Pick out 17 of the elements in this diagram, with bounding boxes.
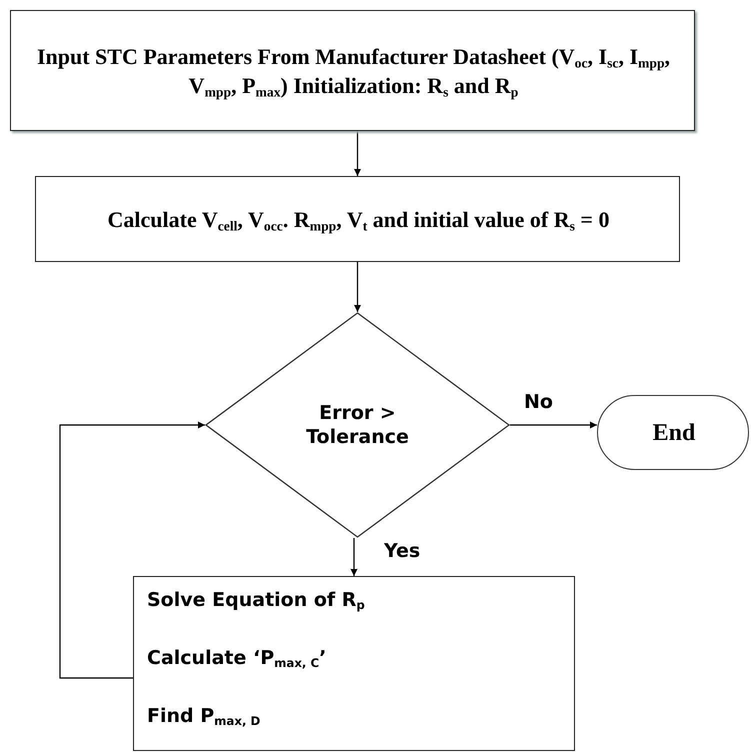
decision-diamond [205,312,510,538]
box-text: End [652,419,696,448]
terminal-box [597,395,749,470]
arrow [510,422,597,428]
step-text: Find P$_{max, D}$ [147,705,260,727]
process-box [10,10,695,131]
arrow [354,262,361,312]
box-text: Input STC Parameters From Manufacturer Datasheet (V$_{oc}$, I$_{sc}$, I$_{mpp}$, V$_{mpp}$, P$_{max}$) Initialization: R$_{s}$ and R$_{p}$ [36,43,672,100]
arrow [354,131,361,176]
box-text: Calculate V$_{cell}$, V$_{occ}$. R$_{mpp}$, V$_{t}$ and initial value of R$_{s}$ = 0 [106,206,610,234]
decision-text: Error > Tolerance [305,400,410,450]
arrow [350,538,358,576]
process-box [35,176,680,262]
arrow [59,422,205,679]
process-box [133,576,575,751]
step-text: Solve Equation of R$_{p}$ [147,589,365,611]
step-text: Calculate ‘P$_{max, C}$’ [147,647,326,669]
